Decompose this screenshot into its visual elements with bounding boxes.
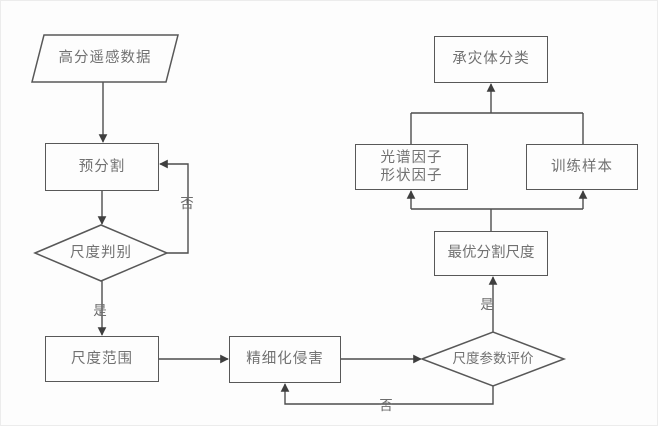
scale-judge-diamond-shape bbox=[33, 224, 169, 282]
refined-box bbox=[229, 336, 341, 383]
edge-eval-no-loop bbox=[280, 383, 494, 405]
optimal-scale-box bbox=[434, 231, 548, 276]
classification-box bbox=[434, 36, 548, 83]
scale-range-box bbox=[45, 336, 159, 382]
presegment-box bbox=[45, 143, 159, 191]
input-parallelogram-shape bbox=[31, 34, 179, 83]
training-box bbox=[526, 144, 638, 190]
factors-box bbox=[355, 144, 468, 190]
edge-judge-no-loop bbox=[159, 159, 189, 254]
scale-eval-diamond-shape bbox=[419, 331, 567, 387]
